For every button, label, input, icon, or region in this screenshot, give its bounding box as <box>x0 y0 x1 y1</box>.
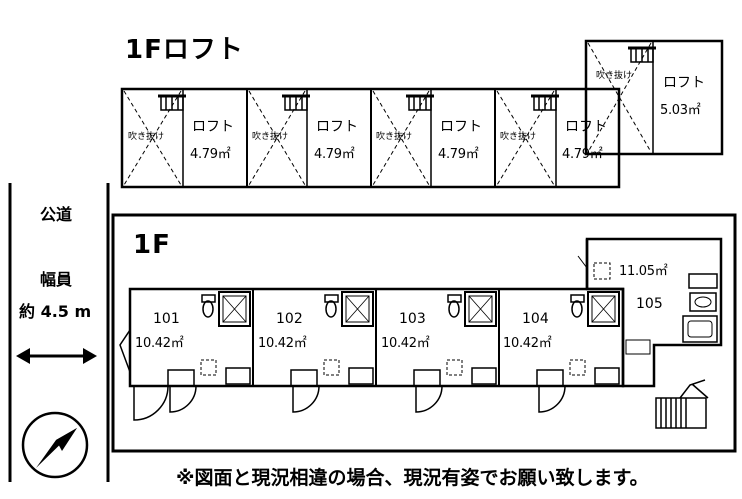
double-arrow-icon <box>16 348 97 364</box>
ground-floor-plan <box>111 213 737 453</box>
loft-3-void-label: 吹き抜け <box>376 132 413 142</box>
north-arrow-icon <box>21 411 89 479</box>
loft-5-name: ロフト <box>663 75 705 91</box>
unit-103-area: 10.42㎡ <box>381 336 430 351</box>
ground-floor-title: 1F <box>133 230 171 260</box>
loft-5-void-label: 吹き抜け <box>596 71 633 81</box>
unit-105-number: 105 <box>636 296 663 312</box>
road-width-value: 約 4.5 m <box>19 302 92 321</box>
unit-105-area: 11.05㎡ <box>619 264 668 279</box>
loft-2-void-label: 吹き抜け <box>252 132 289 142</box>
loft-4-area: 4.79㎡ <box>562 147 603 162</box>
loft-4-name: ロフト <box>565 119 607 135</box>
loft-5-area: 5.03㎡ <box>660 103 701 118</box>
loft-1-area: 4.79㎡ <box>190 147 231 162</box>
unit-102-number: 102 <box>276 311 303 327</box>
loft-1-name: ロフト <box>192 119 234 135</box>
unit-104-area: 10.42㎡ <box>503 336 552 351</box>
unit-103-number: 103 <box>399 311 426 327</box>
loft-floor-title: 1Fロフト <box>125 35 244 65</box>
unit-101-number: 101 <box>153 311 180 327</box>
loft-2-name: ロフト <box>316 119 358 135</box>
unit-104-number: 104 <box>522 311 549 327</box>
unit-101-area: 10.42㎡ <box>135 336 184 351</box>
loft-plan <box>120 39 724 189</box>
loft-2-area: 4.79㎡ <box>314 147 355 162</box>
road-label: 公道 <box>40 205 73 224</box>
unit-102-area: 10.42㎡ <box>258 336 307 351</box>
loft-4-void-label: 吹き抜け <box>500 132 537 142</box>
loft-3-name: ロフト <box>440 119 482 135</box>
staircase <box>655 379 709 429</box>
disclaimer-note: ※図面と現況相違の場合、現況有姿でお願い致します。 <box>176 467 649 489</box>
road-width-label: 幅員 <box>40 270 73 289</box>
loft-3-area: 4.79㎡ <box>438 147 479 162</box>
loft-1-void-label: 吹き抜け <box>128 132 165 142</box>
